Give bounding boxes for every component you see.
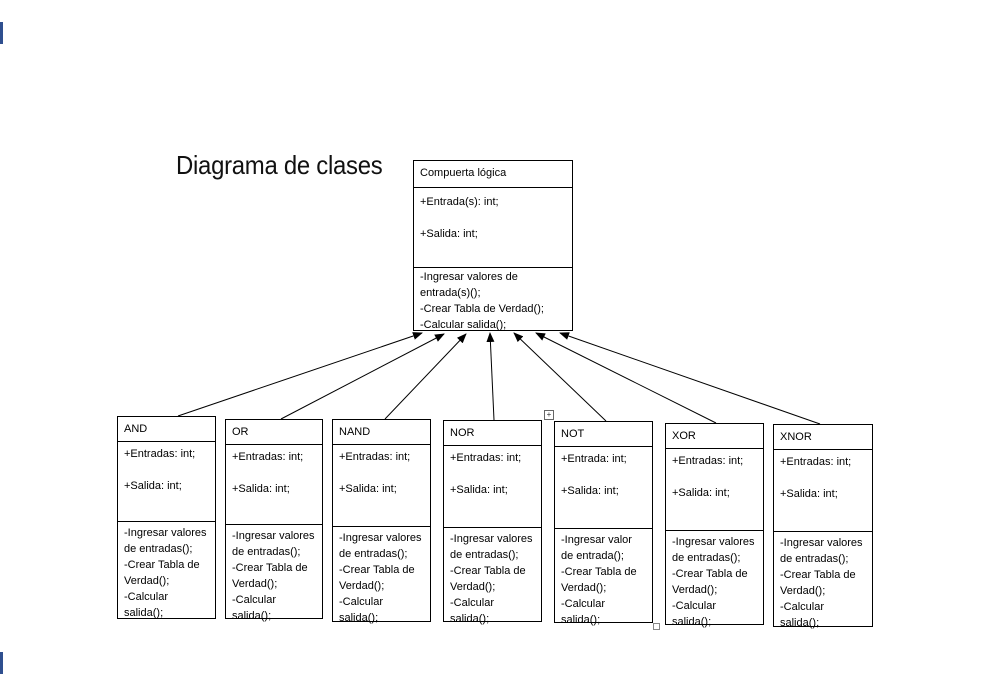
method-line: -Calcular salida();	[780, 601, 825, 629]
methods-section: -Ingresar valores de entradas(); -Crear …	[666, 531, 763, 633]
method-line: -Crear Tabla de Verdad();	[561, 566, 637, 594]
methods-section: -Ingresar valores de entradas(); -Crear …	[444, 528, 541, 630]
attributes-section: +Entradas: int; +Salida: int;	[118, 442, 215, 522]
left-edge-mark-bottom	[0, 652, 3, 674]
attribute-line: +Salida: int;	[672, 487, 730, 499]
attribute-line: +Salida: int;	[780, 488, 838, 500]
class-box-nor[interactable]: NOR +Entradas: int; +Salida: int; -Ingre…	[443, 420, 542, 625]
method-line: -Ingresar valores de entradas();	[232, 530, 315, 558]
class-box-and[interactable]: AND +Entradas: int; +Salida: int; -Ingre…	[117, 416, 216, 619]
attributes-section: +Entradas: int; +Salida: int;	[333, 445, 430, 527]
attributes-section: +Entradas: int; +Salida: int;	[774, 450, 872, 532]
method-line: -Crear Tabla de Verdad();	[232, 562, 308, 590]
method-line: -Calcular salida();	[124, 591, 169, 619]
class-box-compuerta-logica[interactable]: Compuerta lógica +Entrada(s): int; +Sali…	[413, 160, 573, 331]
method-line: -Crear Tabla de Verdad();	[450, 565, 526, 593]
class-name-section: Compuerta lógica	[414, 161, 572, 188]
attribute-line: +Salida: int;	[420, 228, 478, 240]
class-name-section: NOT	[555, 422, 652, 447]
method-line: -Ingresar valores de entradas();	[672, 536, 755, 564]
inheritance-arrow-nand	[384, 333, 467, 420]
methods-section: -Ingresar valores de entradas(); -Crear …	[226, 525, 322, 627]
class-name: XOR	[672, 430, 696, 442]
methods-section: -Ingresar valores de entrada(s)(); -Crea…	[414, 268, 572, 336]
attribute-line: +Entradas: int;	[124, 448, 196, 460]
method-line: -Ingresar valor de entrada();	[561, 534, 632, 562]
inheritance-arrow-or	[280, 333, 445, 420]
methods-section: -Ingresar valores de entradas(); -Crear …	[333, 527, 430, 629]
method-line: -Crear Tabla de Verdad();	[339, 564, 415, 592]
method-line: -Calcular salida();	[232, 594, 277, 622]
class-box-xor[interactable]: XOR +Entradas: int; +Salida: int; -Ingre…	[665, 423, 764, 628]
attributes-section: +Entradas: int; +Salida: int;	[444, 446, 541, 528]
class-box-nand[interactable]: NAND +Entradas: int; +Salida: int; -Ingr…	[332, 419, 431, 624]
attributes-section: +Entradas: int; +Salida: int;	[226, 445, 322, 525]
attributes-section: +Entrada: int; +Salida: int;	[555, 447, 652, 529]
method-line: -Calcular salida();	[672, 600, 717, 628]
methods-section: -Ingresar valor de entrada(); -Crear Tab…	[555, 529, 652, 631]
attributes-section: +Entradas: int; +Salida: int;	[666, 449, 763, 531]
attribute-line: +Salida: int;	[124, 480, 182, 492]
class-name-section: XOR	[666, 424, 763, 449]
class-name: AND	[124, 423, 148, 435]
attribute-line: +Entrada: int;	[561, 453, 627, 465]
attribute-line: +Entradas: int;	[339, 451, 411, 463]
attribute-line: +Salida: int;	[561, 485, 619, 497]
inheritance-arrow-and	[177, 332, 423, 417]
attribute-line: +Entradas: int;	[780, 456, 852, 468]
attribute-line: +Salida: int;	[339, 483, 397, 495]
diagram-title: Diagrama de clases	[176, 150, 383, 180]
method-line: -Ingresar valores de entrada(s)();	[420, 271, 518, 299]
resize-handle-icon[interactable]	[653, 623, 660, 630]
class-box-xnor[interactable]: XNOR +Entradas: int; +Salida: int; -Ingr…	[773, 424, 873, 629]
class-name: XNOR	[780, 431, 812, 443]
method-line: -Calcular salida();	[450, 597, 495, 625]
method-line: -Calcular salida();	[339, 596, 384, 624]
class-name: OR	[232, 426, 249, 438]
class-name: NAND	[339, 426, 371, 438]
inheritance-arrow-xor	[535, 332, 717, 424]
attribute-line: +Entradas: int;	[672, 455, 744, 467]
method-line: -Crear Tabla de Verdad();	[420, 303, 544, 315]
attributes-section: +Entrada(s): int; +Salida: int;	[414, 188, 572, 268]
method-line: -Calcular salida();	[561, 598, 606, 626]
move-handle-icon[interactable]: +	[544, 410, 554, 420]
attribute-line: +Entradas: int;	[450, 452, 522, 464]
attribute-line: +Salida: int;	[232, 483, 290, 495]
methods-section: -Ingresar valores de entradas(); -Crear …	[774, 532, 872, 634]
method-line: -Ingresar valores de entradas();	[780, 537, 863, 565]
class-box-not[interactable]: NOT +Entrada: int; +Salida: int; -Ingres…	[554, 421, 653, 626]
inheritance-arrow-nor	[486, 332, 495, 421]
methods-section: -Ingresar valores de entradas(); -Crear …	[118, 522, 215, 624]
class-name: NOR	[450, 427, 475, 439]
method-line: -Ingresar valores de entradas();	[339, 532, 422, 560]
class-name-section: XNOR	[774, 425, 872, 450]
attribute-line: +Salida: int;	[450, 484, 508, 496]
attribute-line: +Entrada(s): int;	[420, 196, 499, 208]
method-line: -Crear Tabla de Verdad();	[672, 568, 748, 596]
method-line: -Calcular salida();	[420, 319, 507, 331]
class-name-section: AND	[118, 417, 215, 442]
class-name: Compuerta lógica	[420, 167, 507, 179]
class-name: NOT	[561, 428, 585, 440]
method-line: -Ingresar valores de entradas();	[450, 533, 533, 561]
class-box-or[interactable]: OR +Entradas: int; +Salida: int; -Ingres…	[225, 419, 323, 622]
method-line: -Ingresar valores de entradas();	[124, 527, 207, 555]
inheritance-arrow-not	[513, 332, 607, 422]
attribute-line: +Entradas: int;	[232, 451, 304, 463]
inheritance-arrow-xnor	[559, 332, 821, 425]
method-line: -Crear Tabla de Verdad();	[124, 559, 200, 587]
left-edge-mark-top	[0, 22, 3, 44]
method-line: -Crear Tabla de Verdad();	[780, 569, 856, 597]
class-name-section: NOR	[444, 421, 541, 446]
class-name-section: OR	[226, 420, 322, 445]
class-name-section: NAND	[333, 420, 430, 445]
